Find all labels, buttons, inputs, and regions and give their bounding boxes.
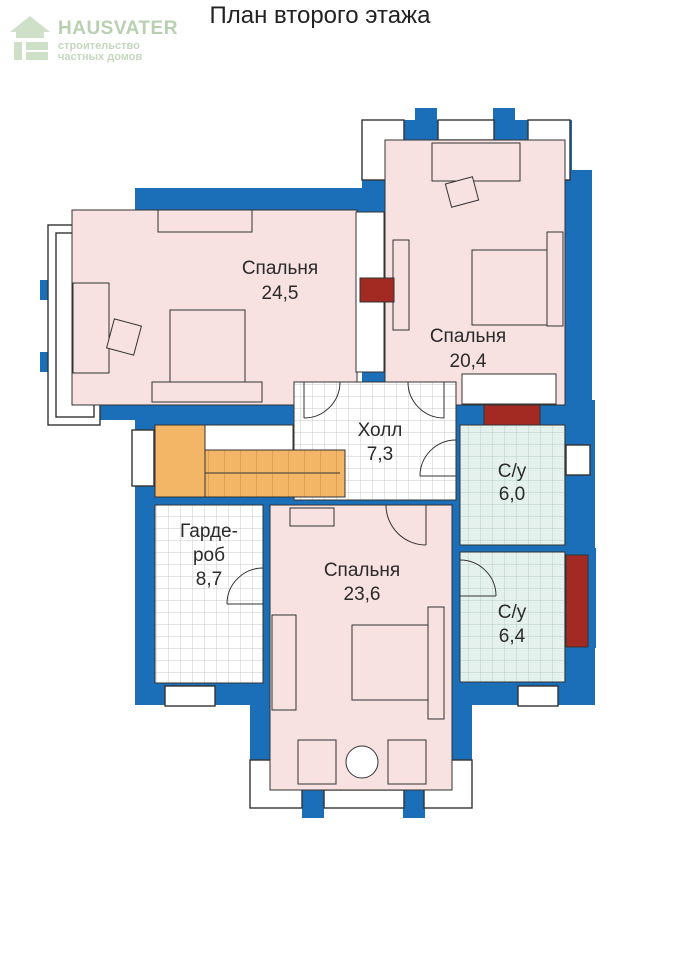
room-bedroom-3: [269, 504, 453, 791]
company-logo: HAUSVATER строительство частных домов: [10, 14, 210, 64]
label-bedroom-2-area: 20,4: [450, 351, 487, 372]
chimneys: [359, 277, 589, 648]
label-bath-1-name: С/у: [498, 461, 527, 482]
label-bedroom-1-area: 24,5: [262, 283, 299, 304]
room-bath-2: [459, 551, 566, 683]
logo-tagline-1: строительство: [58, 40, 140, 52]
label-bedroom-3-area: 23,6: [344, 584, 381, 605]
room-bath-1: [459, 424, 566, 546]
label-bedroom-3-name: Спальня: [324, 560, 400, 581]
room-labels: Спальня 24,5 Спальня 20,4 Холл 7,3 С/у 6…: [180, 258, 527, 647]
logo-tagline-2: частных домов: [58, 51, 143, 63]
label-hall-area: 7,3: [367, 444, 393, 465]
label-bedroom-2-name: Спальня: [430, 326, 506, 347]
logo-name: HAUSVATER: [58, 18, 178, 39]
label-bath-1-area: 6,0: [499, 484, 525, 505]
label-wardrobe-area: 8,7: [196, 569, 222, 590]
label-bedroom-1-name: Спальня: [242, 258, 318, 279]
page-title: План второго этажа: [209, 2, 431, 29]
doors: [226, 381, 497, 605]
label-wardrobe-name-2: роб: [193, 545, 225, 566]
room-bedroom-2: [384, 139, 566, 406]
room-bedroom-1: [71, 209, 385, 406]
label-bath-2-name: С/у: [498, 602, 527, 623]
label-bath-2-area: 6,4: [499, 626, 526, 647]
label-wardrobe-name-1: Гарде-: [180, 521, 238, 542]
staircase: [154, 424, 346, 498]
house-logo-icon: [10, 16, 50, 60]
label-hall-name: Холл: [358, 420, 403, 441]
room-wardrobe: [154, 504, 264, 684]
